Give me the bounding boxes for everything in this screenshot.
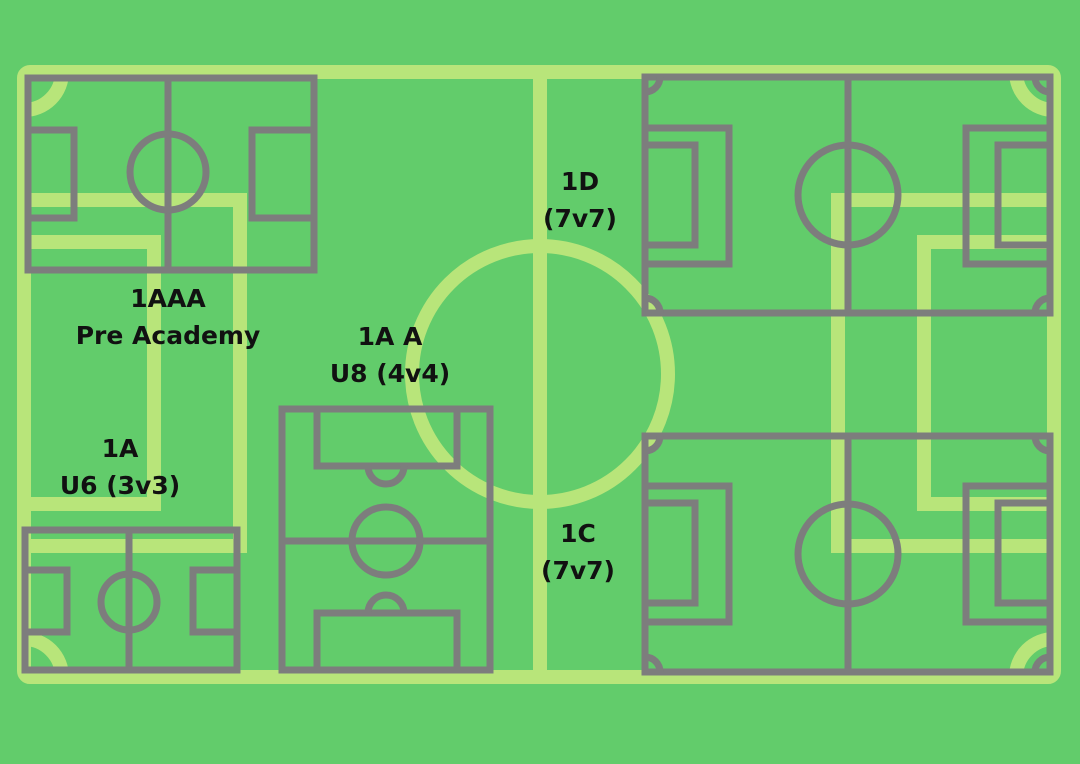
label-1aa: 1A A U8 (4v4) [290,318,490,392]
field-name: 1A A [357,322,423,351]
field-name: 1C [560,519,596,548]
field-division: (7v7) [543,204,617,233]
field-name: 1D [560,167,600,196]
field-1d[interactable] [641,73,1054,317]
field-division: Pre Academy [75,321,261,350]
main-pitch-right-penalty-area [831,193,1061,553]
field-1aa[interactable] [278,405,494,674]
field-1c[interactable] [641,432,1054,676]
label-1a: 1A U6 (3v3) [40,430,200,504]
field-division: (7v7) [541,556,615,585]
field-1a[interactable] [21,526,241,674]
label-1aaa: 1AAA Pre Academy [48,280,288,354]
main-pitch-left-goal-area [17,235,161,511]
label-1d: 1D (7v7) [530,163,630,237]
field-name: 1A [101,434,139,463]
main-pitch-right-goal-area [917,235,1061,511]
field-name: 1AAA [130,284,206,313]
field-1aaa[interactable] [24,74,318,274]
label-1c: 1C (7v7) [528,515,628,589]
main-pitch-center-circle [405,239,675,509]
field-division: U6 (3v3) [59,471,181,500]
field-division: U8 (4v4) [329,359,451,388]
